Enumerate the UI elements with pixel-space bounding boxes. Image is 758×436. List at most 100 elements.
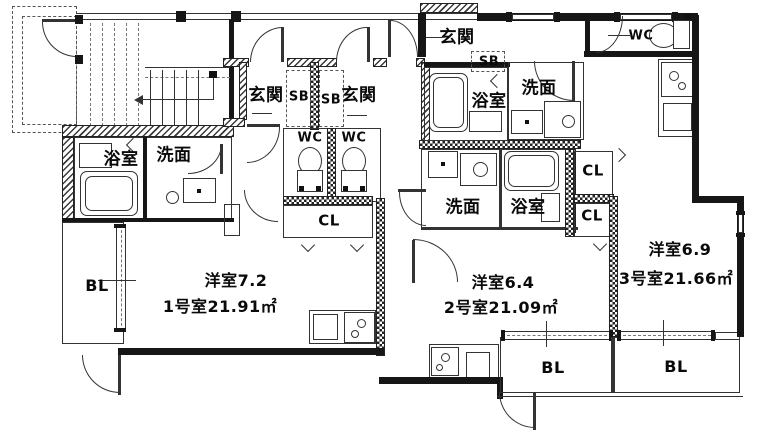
unit2-balcony-label: BL	[541, 358, 565, 377]
unit2-room-area-label: 2号室21.09㎡	[443, 298, 559, 317]
wall-jog	[692, 196, 744, 203]
tick-line	[608, 35, 630, 36]
stair-tread	[174, 70, 175, 127]
folding-door-mark	[611, 147, 627, 163]
faucet-dot	[525, 120, 529, 124]
washbasin-counter	[183, 178, 216, 203]
tick-line	[98, 280, 136, 281]
outer-wall-bottom	[379, 377, 502, 384]
wall-segment	[421, 227, 578, 230]
faucet-dot	[441, 162, 445, 166]
entry-door-arc	[390, 20, 418, 57]
stair-wall	[229, 19, 234, 128]
folding-door-mark	[349, 237, 365, 253]
stair-start-mark	[209, 71, 217, 78]
wall-segment	[373, 58, 387, 67]
unit3-balcony-label: BL	[664, 357, 688, 376]
washer-drain	[473, 162, 488, 177]
wall-segment	[143, 137, 147, 220]
wall-below-stairs	[62, 125, 234, 137]
outer-wall-left	[62, 137, 74, 220]
bath-shelf	[79, 143, 112, 168]
kitchen-counter	[309, 310, 376, 344]
washbasin	[428, 151, 458, 178]
corridor-rail-outer	[76, 13, 480, 14]
stair-direction-line	[213, 76, 214, 100]
stair-tread	[162, 70, 163, 127]
unit3-room-area-label: 3号室21.66㎡	[618, 269, 734, 288]
stove	[431, 347, 459, 376]
washbasin	[511, 110, 543, 134]
unit2-shoebox-label: SB	[320, 92, 342, 108]
unit3-closet-lower-label: CL	[581, 206, 603, 225]
unit1-balcony-label: BL	[85, 276, 109, 295]
unit2-toilet-label: WC	[341, 130, 367, 146]
unit1-shoebox-label: SB	[288, 89, 310, 105]
wall-segment	[585, 15, 590, 53]
sliding-window-track	[121, 230, 122, 326]
stair-tread-dashed	[138, 23, 139, 126]
window	[738, 214, 743, 233]
roof-outline-inner-dashed	[22, 16, 77, 125]
stair-tread-dashed	[102, 23, 103, 126]
unit2-washroom-label: 洗面	[445, 197, 481, 218]
bath-shelf	[469, 111, 502, 132]
unit1-toilet-label: WC	[297, 130, 323, 146]
unit1-closet-label: CL	[318, 211, 340, 230]
wall-segment	[223, 118, 245, 127]
door-swing-arc	[499, 392, 535, 428]
door-leaf	[42, 19, 78, 22]
door-leaf	[247, 124, 280, 127]
folding-door-mark	[300, 237, 316, 253]
wall-segment	[239, 62, 247, 120]
wall-segment	[424, 62, 510, 67]
unit3-entrance-label: 玄関	[439, 27, 475, 48]
burner	[357, 319, 366, 328]
outer-wall-right	[692, 15, 699, 202]
shoe-box-unit1	[286, 70, 311, 127]
washing-machine-outlet	[166, 191, 179, 204]
wall-segment	[418, 13, 426, 57]
door-swing-arc	[399, 192, 426, 226]
kitchen-sink	[313, 314, 338, 340]
stove	[344, 312, 375, 343]
window-cap	[672, 12, 678, 22]
door-leaf	[398, 189, 426, 192]
door-post	[75, 15, 83, 24]
unit3-closet-upper-label: CL	[582, 161, 604, 180]
entry-door-arc	[250, 27, 283, 62]
toilet-detail	[316, 186, 321, 191]
window-cap	[736, 211, 745, 215]
unit3-toilet-label: WC	[628, 28, 654, 44]
wall-segment	[62, 218, 234, 222]
washer-pan	[544, 101, 581, 138]
window-cap	[501, 330, 505, 341]
wall-segment	[223, 58, 249, 67]
door-swing-arc	[82, 355, 120, 393]
unit2-bathroom-label: 浴室	[510, 197, 546, 218]
bathtub-inner	[85, 176, 133, 211]
bathtub-inner	[433, 77, 464, 128]
wall-segment	[420, 3, 478, 13]
window-cap	[617, 330, 621, 341]
tick-line	[347, 115, 367, 116]
window	[512, 14, 554, 20]
closet-wall	[574, 194, 614, 203]
balcony-outer-line	[497, 396, 743, 397]
washer-pan	[460, 153, 497, 186]
window-cap	[609, 330, 613, 341]
door-swing-arc	[247, 127, 280, 163]
balcony-divider	[611, 337, 614, 393]
wall-segment	[419, 140, 581, 149]
wall-segment	[584, 51, 697, 57]
entry-door-leaf	[367, 27, 370, 62]
toilet-detail	[343, 186, 348, 191]
toilet-tank	[673, 20, 690, 49]
wall-segment	[499, 149, 502, 228]
party-wall	[376, 198, 385, 356]
unit1-washroom-label: 洗面	[156, 145, 192, 166]
stair-direction-line	[142, 99, 214, 100]
stair-tread-dashed	[90, 23, 91, 126]
unit3-shoebox-label: SB	[478, 54, 500, 70]
